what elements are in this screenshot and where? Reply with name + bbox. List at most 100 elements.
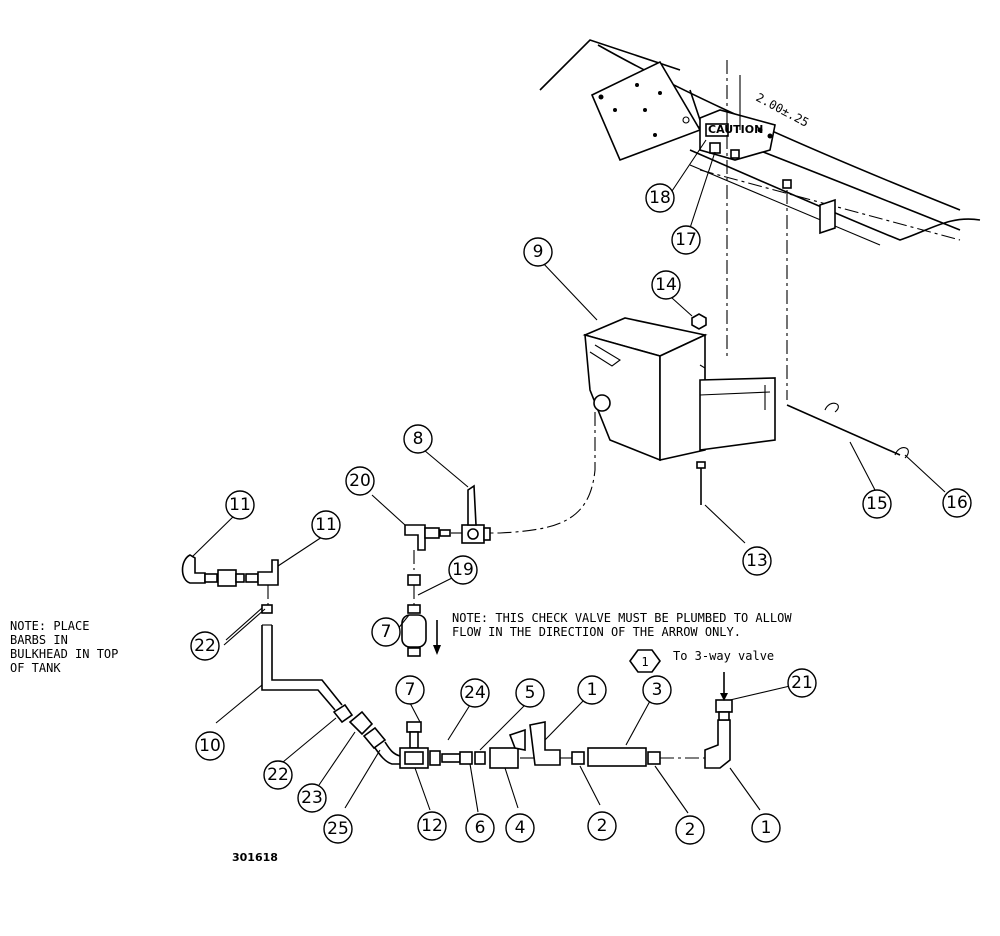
balloon-4: 4 [505,813,535,843]
barbs-note: NOTE: PLACE BARBS IN BULKHEAD IN TOP OF … [10,619,118,675]
elbow-20 [404,524,451,551]
svg-text:5: 5 [525,683,536,703]
hose-25 [374,741,401,765]
balloon-11-right: 11 [311,510,341,540]
tank [582,317,776,462]
svg-text:2: 2 [685,820,696,840]
svg-text:19: 19 [452,560,474,580]
svg-text:17: 17 [675,230,697,250]
balloon-10: 10 [195,731,225,761]
elbow-1-left [529,721,561,766]
caution-decal: CAUTION [708,123,763,136]
leader-lines [191,139,946,814]
balloon-22-upper: 22 [190,631,220,661]
check-valve-19 [401,604,427,657]
balloon-11-left: 11 [225,490,255,520]
strap-15 [786,402,909,459]
svg-text:21: 21 [791,673,813,693]
svg-text:25: 25 [327,819,349,839]
balloon-20: 20 [345,466,375,496]
svg-text:7: 7 [405,680,416,700]
svg-text:22: 22 [267,765,289,785]
nipple-7-lower [406,721,422,749]
hose-10 [261,604,343,711]
balloon-25: 25 [323,814,353,844]
balloon-13: 13 [742,546,772,576]
balloon-5: 5 [515,678,545,708]
svg-text:NOTE: PLACE: NOTE: PLACE [10,619,89,633]
svg-text:1: 1 [761,818,772,838]
balloon-22-lower: 22 [263,760,293,790]
svg-text:10: 10 [199,736,221,756]
balloon-9: 9 [523,237,553,267]
svg-text:4: 4 [515,818,526,838]
nipple-7-upper [407,574,421,586]
fitting-21 [715,699,733,721]
tee-12 [399,747,429,769]
svg-text:15: 15 [866,494,888,514]
barb-2-left [571,751,585,765]
balloon-1-right: 1 [751,813,781,843]
balloon-3: 3 [642,675,672,705]
svg-text:20: 20 [349,471,371,491]
svg-text:BARBS IN: BARBS IN [10,633,68,647]
svg-text:14: 14 [655,275,677,295]
balloon-19: 19 [448,555,478,585]
barb-22-lower [332,703,354,724]
nut-14 [691,313,707,330]
balloon-14: 14 [651,270,681,300]
balloon-21: 21 [787,668,817,698]
flow-arrow [433,620,441,655]
svg-text:3: 3 [652,680,663,700]
to-valve-arrow [720,672,728,701]
svg-text:8: 8 [413,429,424,449]
barb-2-right [647,751,661,765]
fitting-23 [348,710,387,750]
inline-fittings [429,728,526,769]
svg-text:9: 9 [533,242,544,262]
svg-text:16: 16 [946,493,968,513]
mounting-plate [590,60,702,162]
balloon-7-lower: 7 [395,675,425,705]
svg-text:22: 22 [194,636,216,656]
svg-text:6: 6 [475,818,486,838]
hex-note-number: 1 [641,655,648,669]
hex-note-marker: 1 [629,649,661,673]
check-valve-note: NOTE: THIS CHECK VALVE MUST BE PLUMBED T… [452,611,792,639]
ball-valve-8 [461,484,491,544]
svg-text:11: 11 [315,515,337,535]
svg-text:13: 13 [746,551,768,571]
svg-text:18: 18 [649,188,671,208]
bulkhead-fittings-11 [181,554,279,605]
elbow-1-right [704,719,731,769]
svg-text:23: 23 [301,788,323,808]
svg-text:NOTE: THIS CHECK VALVE MUST BE: NOTE: THIS CHECK VALVE MUST BE PLUMBED T… [452,611,792,625]
svg-text:7: 7 [381,622,392,642]
svg-text:1: 1 [587,680,598,700]
hose-3 [587,747,647,767]
balloon-16: 16 [942,488,972,518]
svg-text:OF TANK: OF TANK [10,661,61,675]
balloon-1-left: 1 [577,675,607,705]
balloon-8: 8 [403,424,433,454]
balloon-23: 23 [297,783,327,813]
balloon-2-right: 2 [675,815,705,845]
balloon-15: 15 [862,489,892,519]
svg-text:2: 2 [597,816,608,836]
to-valve-label: To 3-way valve [673,649,774,663]
svg-text:BULKHEAD IN TOP: BULKHEAD IN TOP [10,647,118,661]
svg-text:11: 11 [229,495,251,515]
svg-text:12: 12 [421,816,443,836]
balloon-2-left: 2 [587,811,617,841]
balloon-7-upper: 7 [371,617,401,647]
balloon-17: 17 [671,225,701,255]
svg-text:FLOW IN THE DIRECTION OF THE A: FLOW IN THE DIRECTION OF THE ARROW ONLY. [452,625,741,639]
beam-bracket: CAUTION [699,109,836,235]
balloon-18: 18 [645,183,675,213]
bolt-13 [696,461,706,505]
balloon-6: 6 [465,813,495,843]
balloon-24: 24 [460,678,490,708]
balloon-12: 12 [417,811,447,841]
svg-text:24: 24 [464,683,486,703]
